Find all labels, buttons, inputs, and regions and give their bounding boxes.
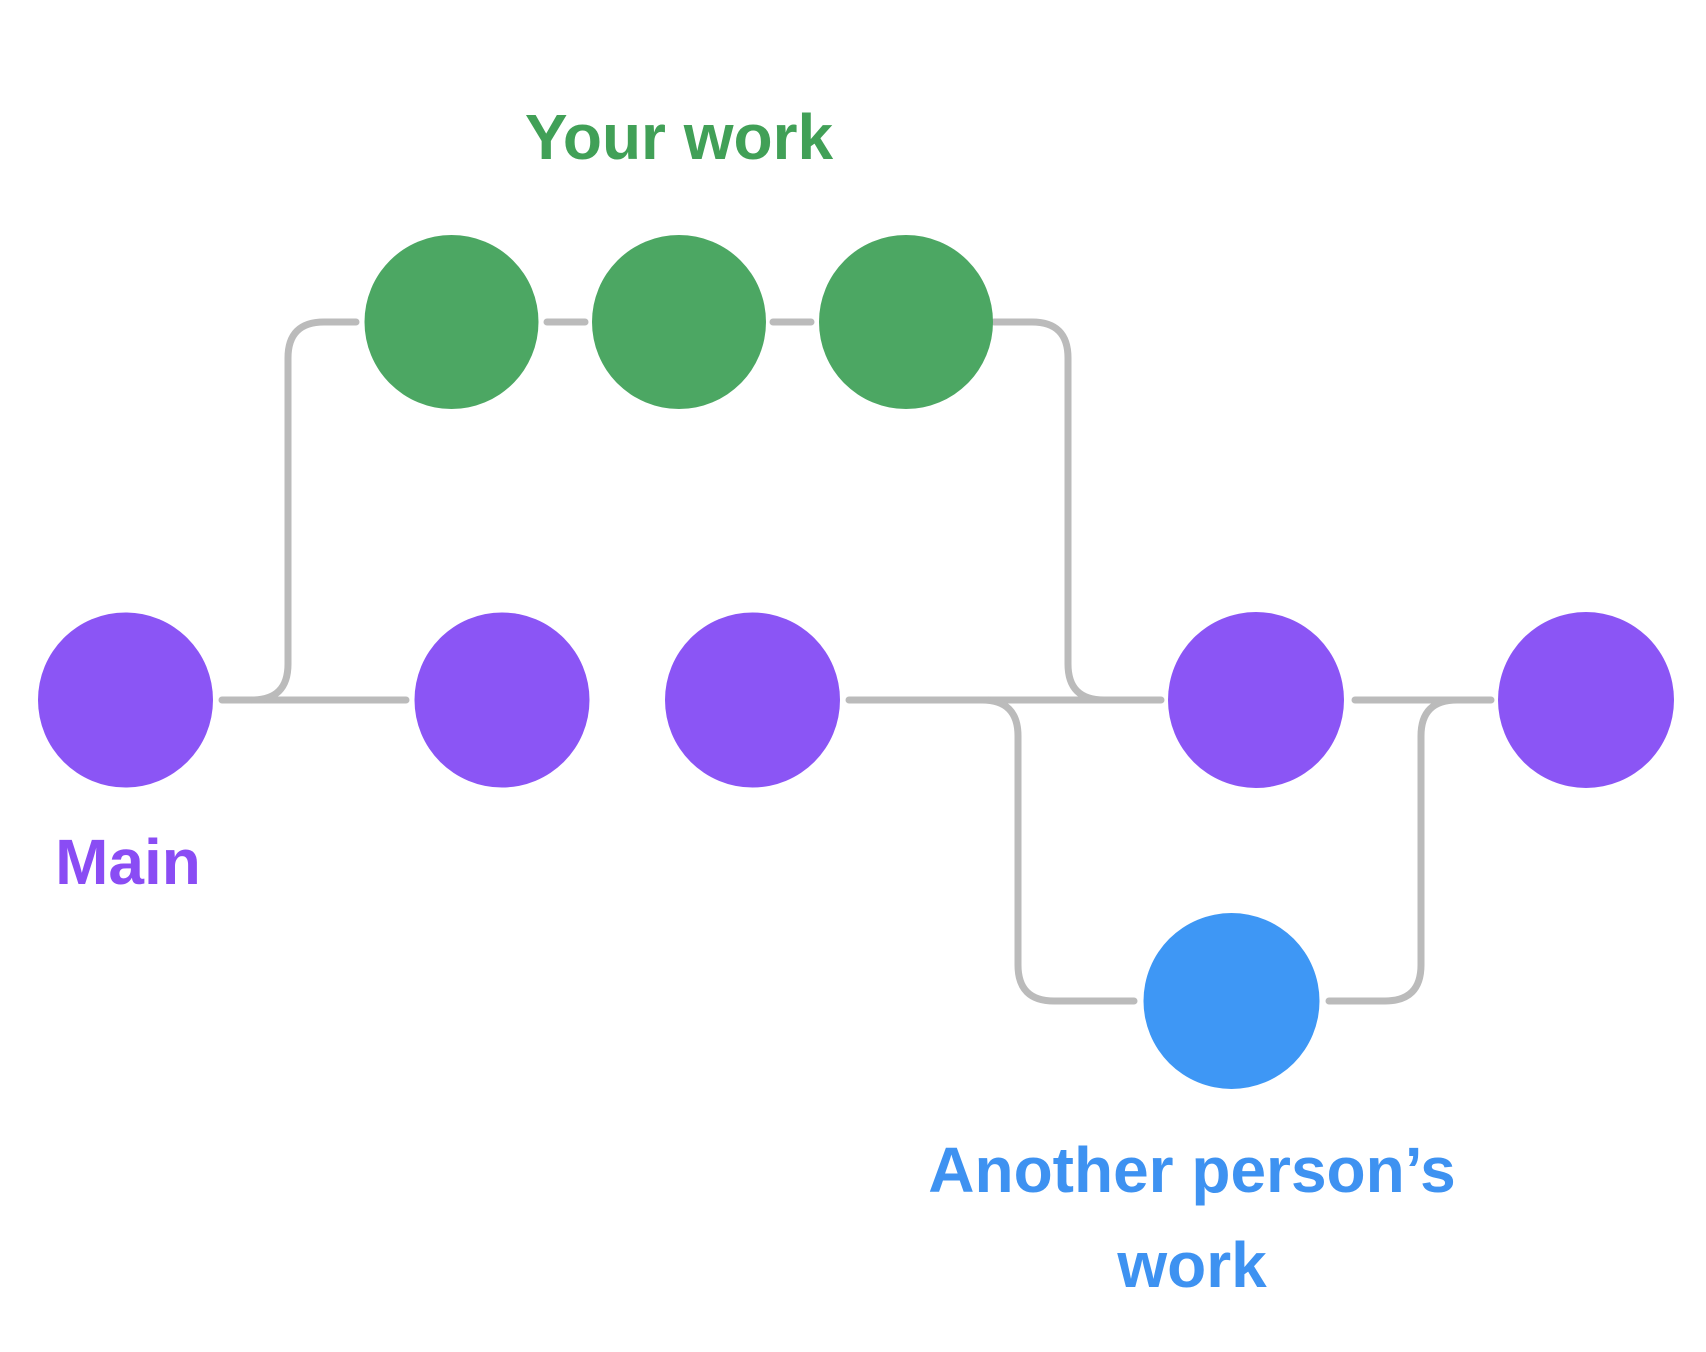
another-person-branch-label: Another person’s work <box>928 1123 1455 1313</box>
commit-main-3 <box>665 612 840 788</box>
connector-branch-off-another-person <box>978 696 1138 1005</box>
connector-branch-off-your-work <box>248 318 360 704</box>
connector-merge-your-work <box>990 318 1129 704</box>
your-work-branch-label: Your work <box>524 101 834 173</box>
commit-your-work-1 <box>364 235 539 409</box>
commit-your-work-3 <box>819 235 993 409</box>
commit-main-5 <box>1498 612 1674 788</box>
main-branch-label: Main <box>55 826 201 898</box>
commit-your-work-2 <box>592 235 766 409</box>
commit-main-2 <box>414 612 590 788</box>
commit-main-4 <box>1168 612 1344 788</box>
commit-main-1 <box>38 612 213 788</box>
another-person-branch-label-line1: Another person’s <box>928 1134 1456 1206</box>
another-person-branch-label-line2: work <box>1117 1229 1267 1301</box>
commit-another-person-1 <box>1143 913 1320 1089</box>
connector-merge-another-person <box>1325 696 1482 1005</box>
